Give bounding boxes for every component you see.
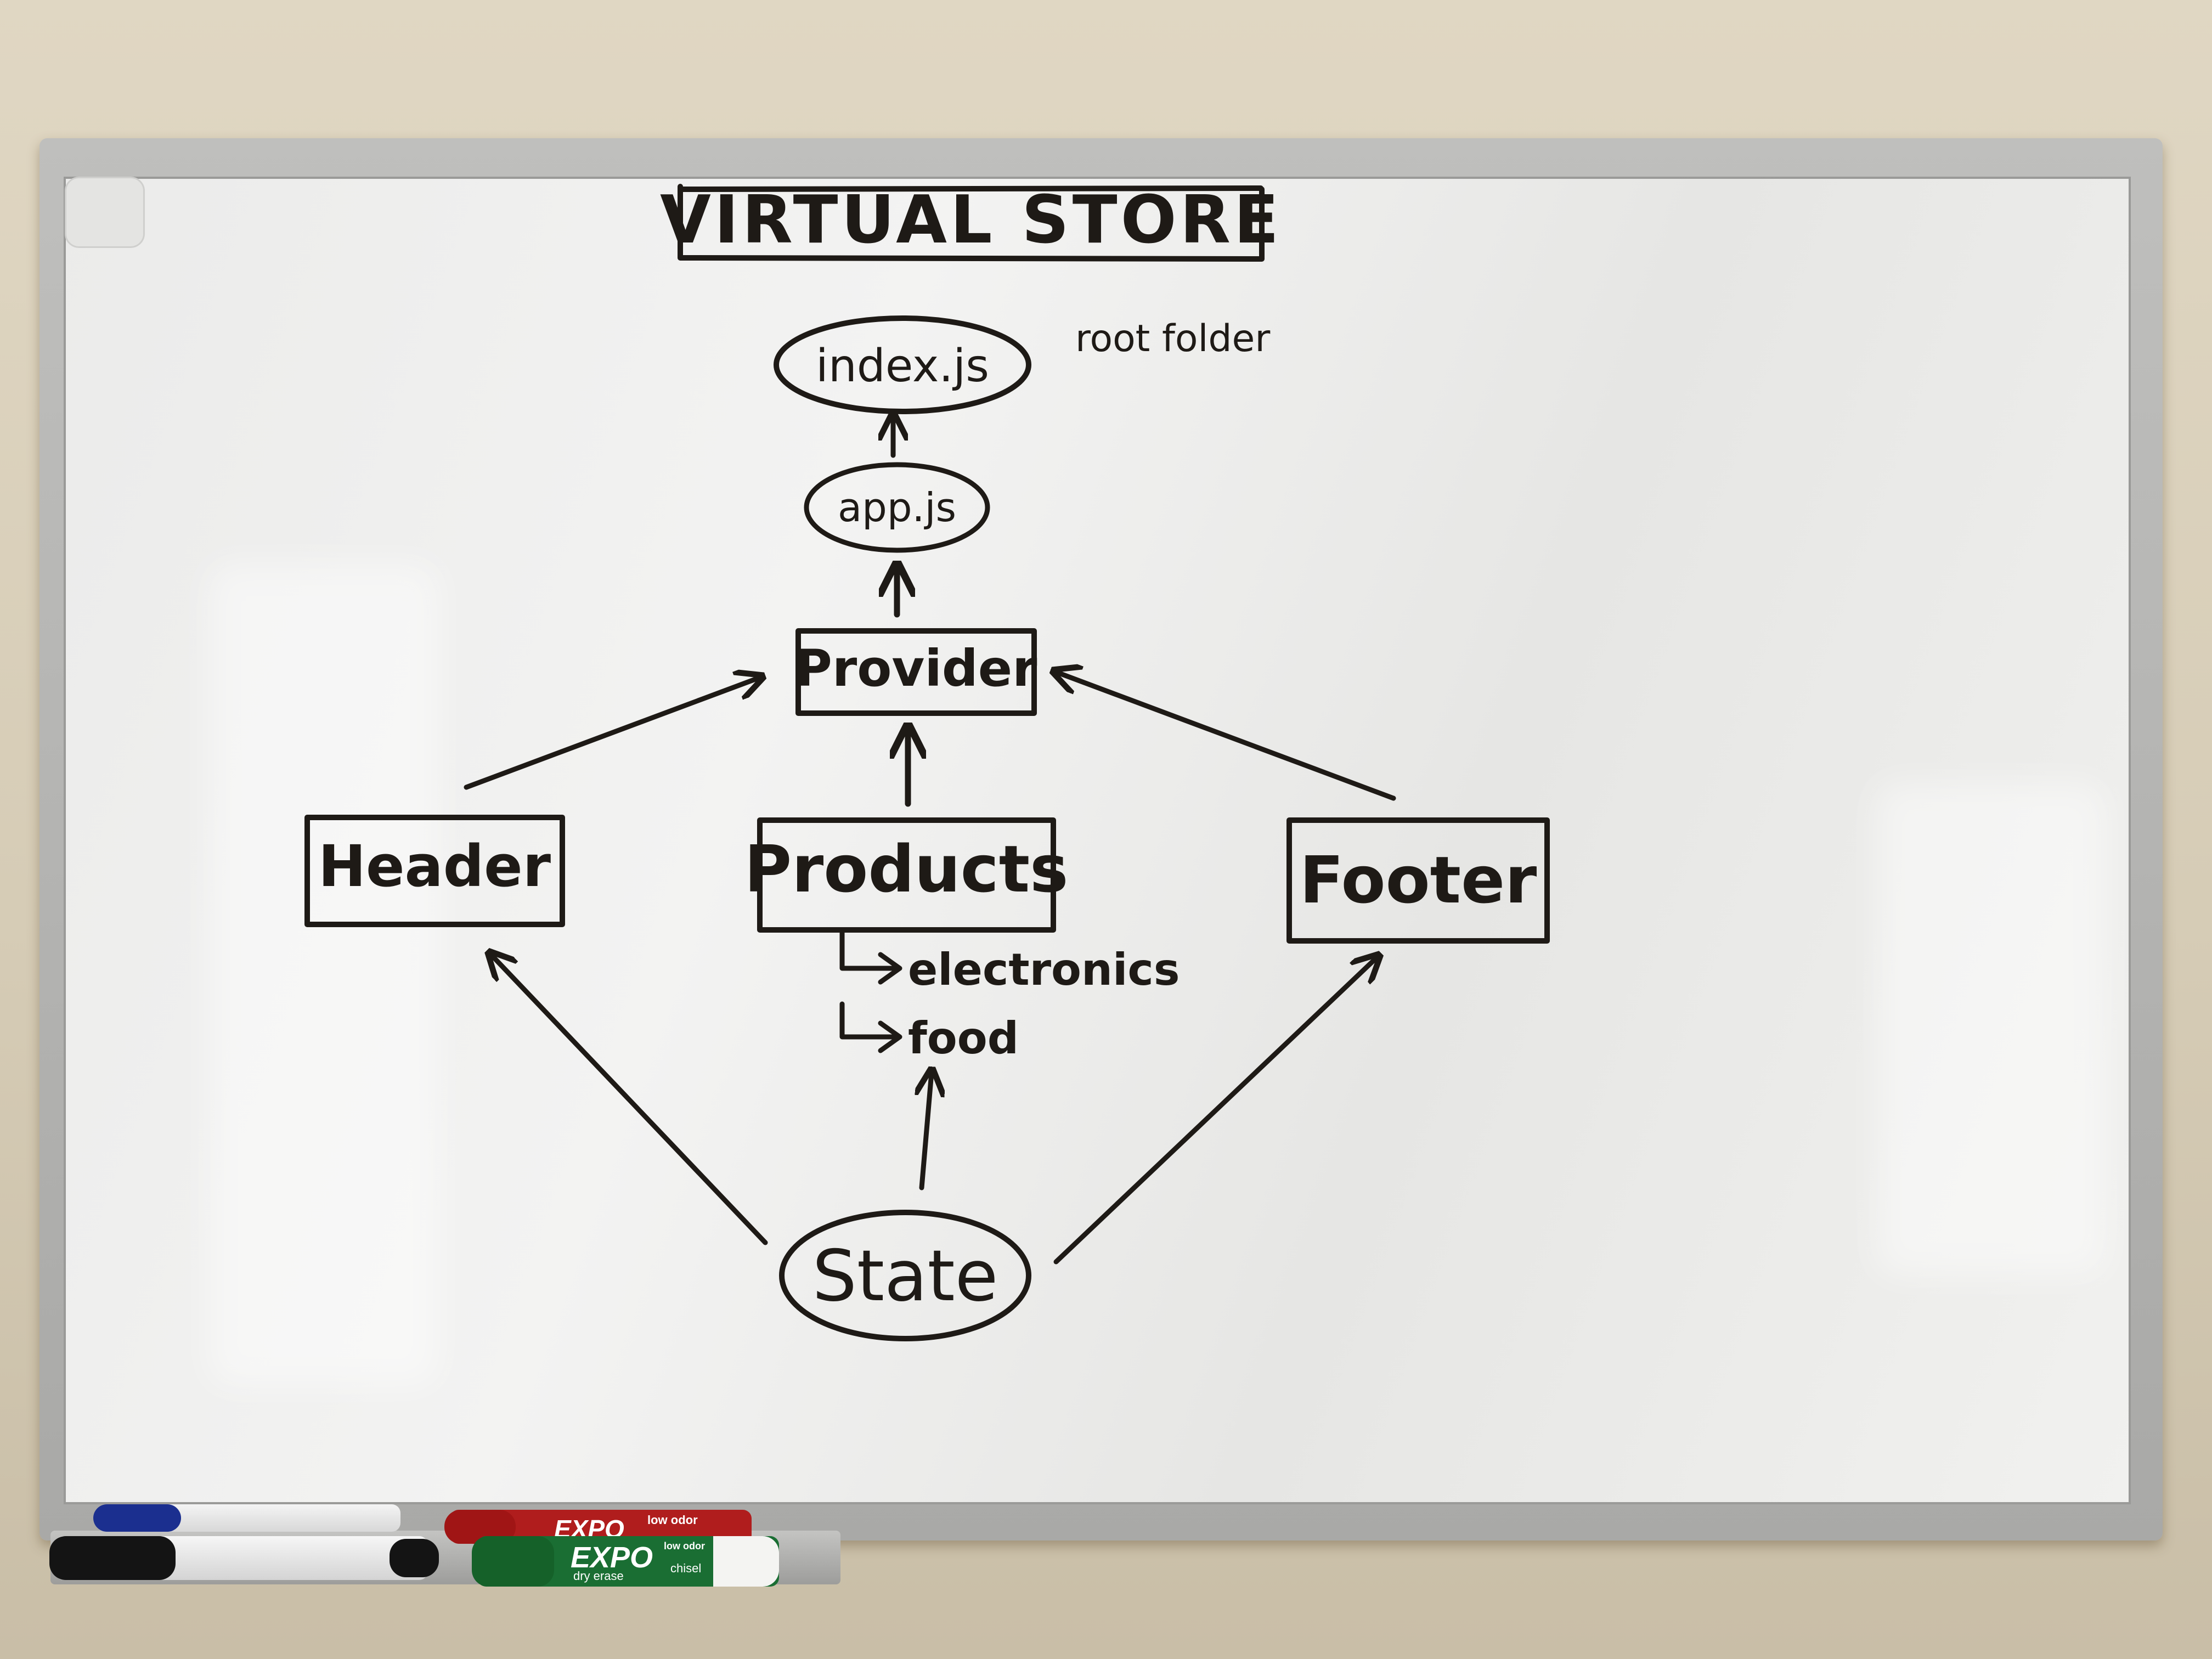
root-folder-note: root folder [1075,317,1270,360]
node-products-label: Products [744,831,1069,907]
arrow-header-to-provider [464,678,760,790]
black-marker[interactable] [49,1536,439,1580]
node-state-label: State [812,1235,998,1317]
green-marker-sub: dry erase [573,1569,624,1583]
green-marker-tag: chisel [670,1561,702,1575]
corner-cap-icon [65,177,145,248]
node-products: Products [744,817,1069,933]
green-marker[interactable]: EXPO dry erase low odor chisel [472,1536,779,1587]
node-state: State [779,1210,1031,1341]
node-provider-label: Provider [795,639,1037,698]
red-marker-badge: low odor [647,1513,698,1527]
arrow-state-to-footer [1053,957,1377,1265]
node-provider: Provider [795,628,1037,716]
arrow-state-to-products [922,1073,932,1190]
node-app-label: app.js [838,484,956,531]
node-header: Header [304,815,565,927]
blue-marker[interactable] [93,1504,400,1532]
arrow-state-to-header [491,955,768,1245]
diagram-title: VIRTUAL STORE [660,182,1282,258]
green-marker-badge: low odor [664,1541,705,1551]
arrow-footer-to-provider [1056,672,1396,801]
node-footer-label: Footer [1300,842,1537,918]
subitem-electronics: electronics [908,944,1180,995]
green-marker-brand: EXPO [571,1541,653,1574]
arrows [464,417,1396,1265]
node-index-label: index.js [816,340,989,392]
whiteboard-surface [64,177,2131,1504]
node-app: app.js [804,462,990,553]
node-footer: Footer [1286,817,1550,944]
title-box: VIRTUAL STORE [660,182,1282,262]
products-subitems: electronics food [839,930,1180,1064]
subitem-food: food [908,1013,1019,1064]
node-index: index.js [774,315,1031,414]
node-header-label: Header [318,833,551,900]
